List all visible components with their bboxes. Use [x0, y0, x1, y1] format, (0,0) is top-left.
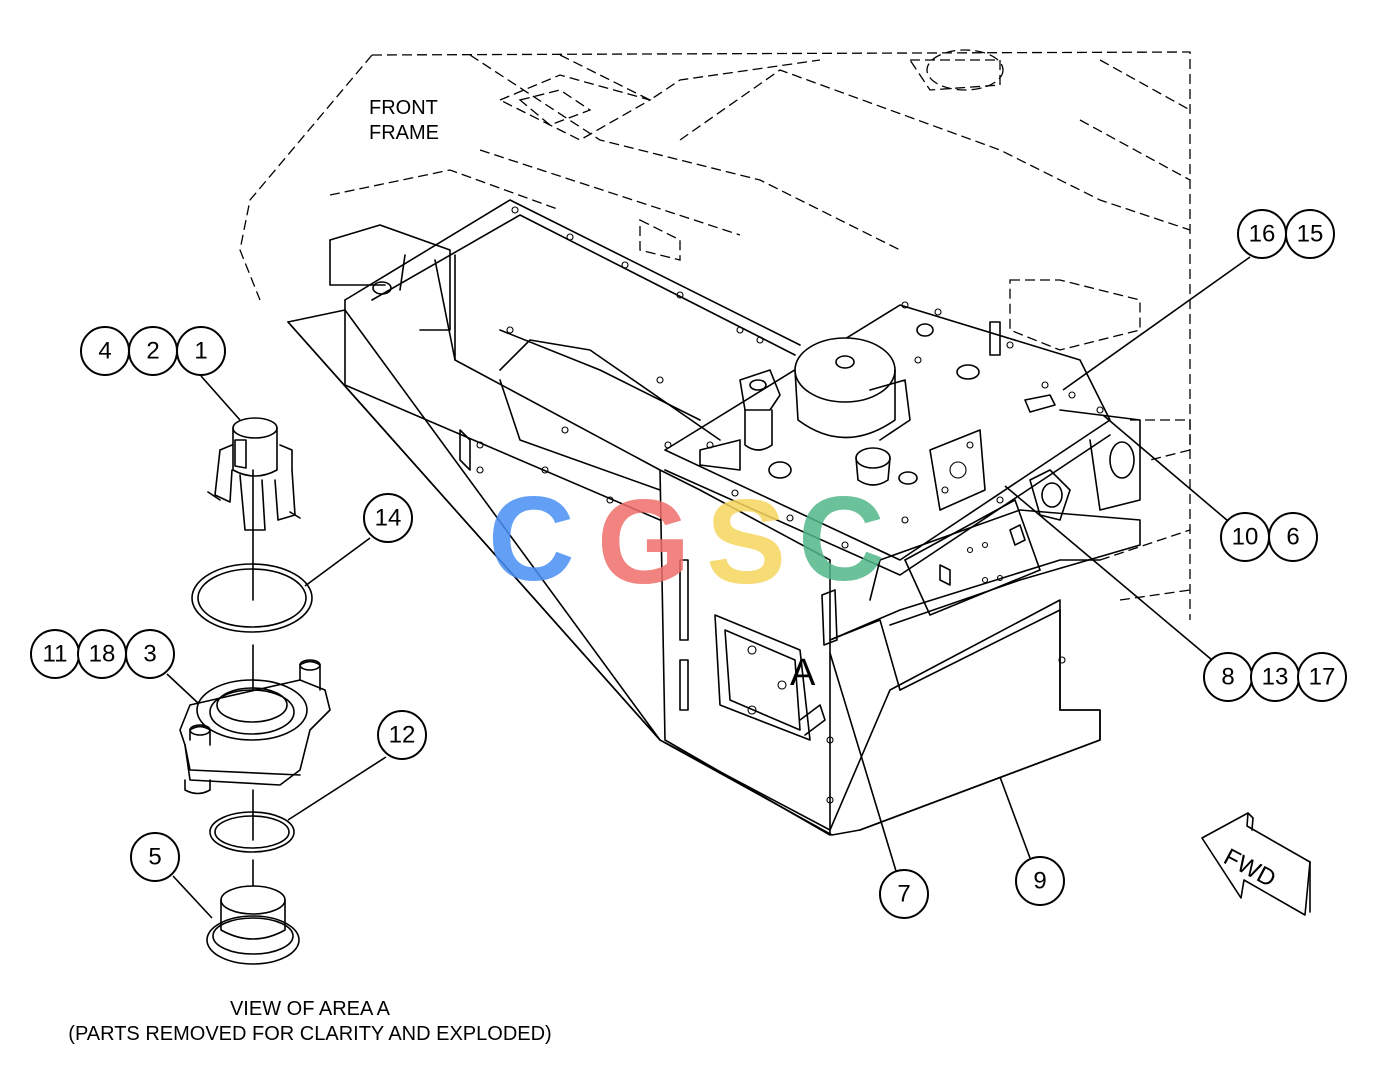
callouts: 4 2 1 14 11 18 3 12 5 16 15 10 6 8 13 17…	[30, 209, 1347, 919]
callout-10: 10	[1220, 512, 1270, 562]
exploded-view	[179, 417, 331, 965]
front-frame-outline	[239, 49, 1191, 620]
callout-3: 3	[125, 629, 175, 679]
svg-text:9: 9	[1033, 868, 1046, 895]
callout-7: 7	[879, 869, 929, 919]
svg-text:15: 15	[1297, 221, 1324, 248]
callout-1: 1	[176, 326, 226, 376]
svg-text:12: 12	[389, 722, 416, 749]
front-frame-label-line1: FRONT	[369, 97, 438, 119]
callout-13: 13	[1250, 652, 1300, 702]
svg-text:3: 3	[143, 641, 156, 668]
callout-12: 12	[377, 710, 427, 760]
svg-text:11: 11	[43, 641, 68, 668]
callout-8: 8	[1203, 652, 1253, 702]
cgsc-watermark: C G S C	[488, 472, 885, 609]
o-ring-part-14	[191, 563, 313, 633]
svg-text:13: 13	[1262, 664, 1289, 691]
callout-18: 18	[77, 629, 127, 679]
callout-9: 9	[1015, 856, 1065, 906]
svg-text:7: 7	[897, 881, 910, 908]
svg-text:2: 2	[146, 338, 159, 365]
svg-text:10: 10	[1232, 524, 1259, 551]
svg-text:18: 18	[89, 641, 116, 668]
callout-17: 17	[1297, 652, 1347, 702]
callout-15: 15	[1285, 209, 1335, 259]
top-plate	[664, 301, 1141, 576]
fwd-arrow-icon: FWD	[1201, 812, 1311, 916]
area-a-marker: A	[790, 652, 816, 694]
watermark-letter-g: G	[597, 475, 690, 609]
callout-4: 4	[80, 326, 130, 376]
svg-text:16: 16	[1249, 221, 1276, 248]
caption-line2: (PARTS REMOVED FOR CLARITY AND EXPLODED)	[68, 1023, 551, 1045]
svg-text:1: 1	[194, 338, 207, 365]
end-box	[659, 469, 1141, 836]
watermark-letter-c2: C	[798, 472, 885, 606]
svg-text:6: 6	[1286, 524, 1299, 551]
caption-line1: VIEW OF AREA A	[230, 998, 391, 1020]
callout-6: 6	[1268, 512, 1318, 562]
callout-11: 11	[30, 629, 80, 679]
callout-5: 5	[130, 832, 180, 882]
callout-2: 2	[128, 326, 178, 376]
plug-part-5	[206, 885, 300, 965]
svg-text:14: 14	[375, 505, 402, 532]
watermark-letter-c1: C	[488, 472, 575, 606]
leader-lines	[166, 256, 1251, 919]
svg-text:5: 5	[148, 844, 161, 871]
svg-text:8: 8	[1221, 664, 1234, 691]
callout-14: 14	[363, 493, 413, 543]
sensor-part-1	[207, 417, 301, 531]
svg-text:4: 4	[98, 338, 111, 365]
flange-housing-part-3	[179, 659, 331, 795]
o-ring-part-12	[209, 811, 295, 853]
svg-text:17: 17	[1309, 664, 1336, 691]
watermark-letter-s: S	[706, 475, 786, 609]
callout-16: 16	[1237, 209, 1287, 259]
front-frame-label-line2: FRAME	[369, 122, 439, 144]
